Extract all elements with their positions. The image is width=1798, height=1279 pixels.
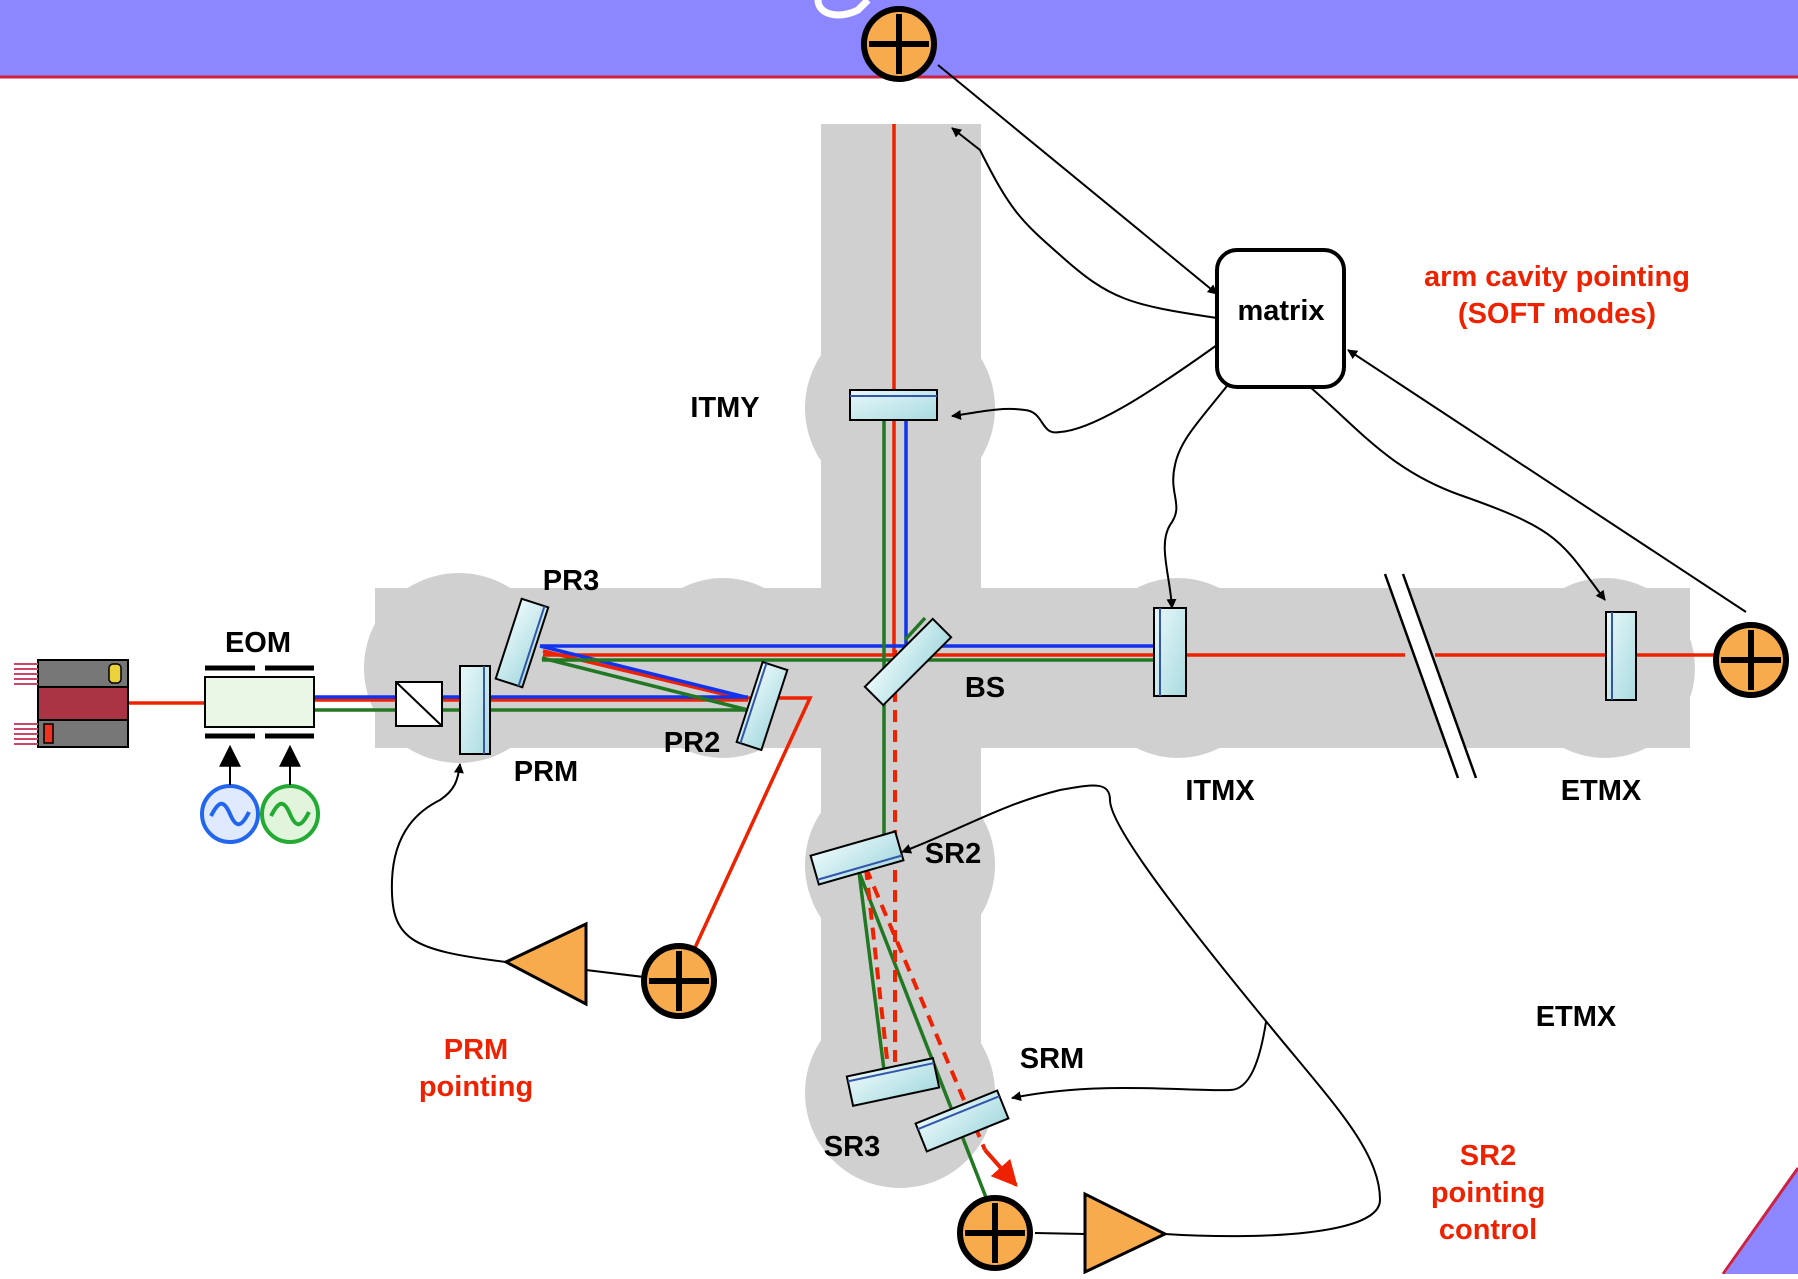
circle-plus-icon [957, 1195, 1033, 1271]
optic-pr2 [735, 660, 789, 752]
optic-prm [459, 665, 491, 755]
label-sr3: SR3 [824, 1131, 880, 1163]
label-itmy: ITMY [690, 392, 759, 424]
annotation-arm-cavity-line2: (SOFT modes) [1458, 298, 1656, 330]
circle-plus-icon [641, 943, 717, 1019]
label-pr3: PR3 [543, 565, 599, 597]
annotation-sr2-pointing-line2: pointing [1431, 1177, 1545, 1209]
label-pr2: PR2 [664, 727, 720, 759]
matrix-box [1215, 248, 1346, 389]
label-bs: BS [965, 672, 1005, 704]
control-wires [390, 64, 1747, 1238]
optic-pr3 [494, 597, 550, 689]
label-srm: SRM [1020, 1043, 1084, 1075]
arm-break-mark [1383, 573, 1478, 779]
annotation-sr2-pointing-line3: control [1439, 1214, 1537, 1246]
eom [204, 665, 315, 739]
annotation-sr2-pointing-line1: SR2 [1460, 1140, 1516, 1172]
annotation-arm-cavity-line1: arm cavity pointing [1424, 261, 1690, 293]
blue-beam [314, 392, 1185, 699]
triangle-amplifier-icon [502, 921, 588, 1007]
annotation-prm-pointing-line2: pointing [419, 1071, 533, 1103]
header-letter-fragment [814, 0, 871, 19]
label-itmx: ITMX [1185, 775, 1255, 807]
sine-oscillator-icon [200, 744, 260, 844]
laser-source-icon [14, 659, 129, 748]
optic-sr2 [809, 830, 905, 886]
optic-faraday-isolator [395, 681, 443, 727]
optic-srm [914, 1089, 1010, 1153]
corner-decoration-edge [1721, 1167, 1798, 1275]
optic-itmy [849, 389, 938, 421]
optic-sr3 [845, 1056, 941, 1108]
optic-etmx [1605, 611, 1637, 701]
annotation-prm-pointing-line1: PRM [444, 1034, 508, 1066]
circle-plus-icon [861, 6, 937, 82]
triangle-amplifier-icon [1083, 1191, 1169, 1275]
circle-plus-icon [1713, 622, 1789, 698]
label-etmx-right: ETMX [1561, 775, 1642, 807]
label-prm: PRM [514, 756, 578, 788]
optic-bs [863, 617, 953, 707]
sine-oscillator-icon [260, 744, 320, 844]
label-etmx-lower: ETMX [1536, 1001, 1617, 1033]
optic-itmx [1153, 607, 1187, 697]
label-eom: EOM [225, 627, 291, 659]
label-matrix: matrix [1237, 295, 1324, 327]
label-sr2: SR2 [925, 838, 981, 870]
